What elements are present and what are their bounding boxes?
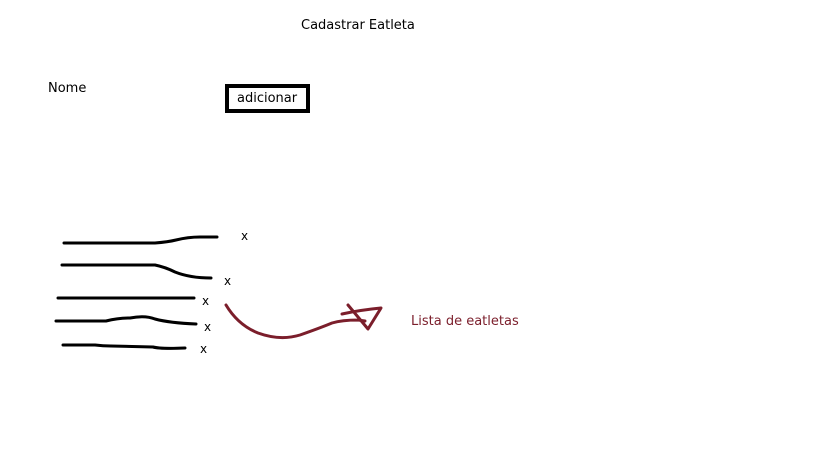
athlete-name-line-5 — [61, 343, 187, 350]
remove-item-4-button[interactable]: x — [204, 320, 212, 334]
athlete-list — [54, 235, 219, 350]
remove-item-1-button[interactable]: x — [241, 229, 249, 243]
remove-item-3-button[interactable]: x — [202, 294, 210, 308]
athlete-name-line-1 — [62, 235, 219, 245]
athlete-name-line-2 — [60, 263, 213, 280]
page-title: Cadastrar Eatleta — [301, 18, 415, 33]
athlete-name-line-4 — [54, 315, 198, 326]
remove-item-5-button[interactable]: x — [200, 342, 208, 356]
list-annotation-label: Lista de eatletas — [411, 314, 519, 329]
list-arrow — [224, 303, 383, 340]
name-label: Nome — [48, 81, 87, 96]
remove-item-2-button[interactable]: x — [224, 274, 232, 288]
add-button[interactable]: adicionar — [225, 84, 310, 113]
